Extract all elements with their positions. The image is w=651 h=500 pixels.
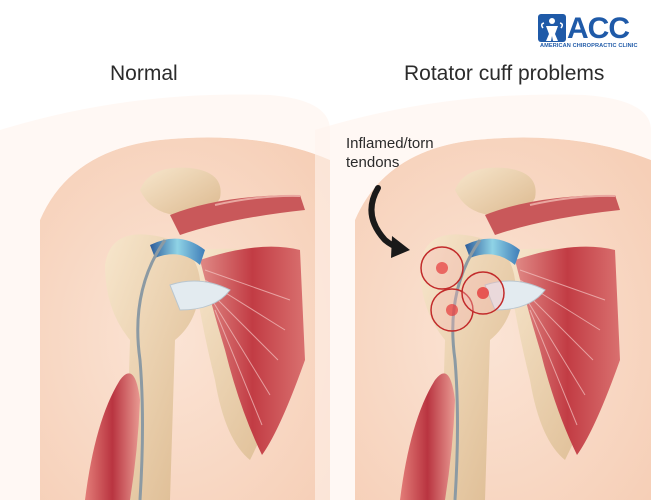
- problem-cuff-muscle: [515, 246, 620, 455]
- logo-wordmark: ACC: [567, 12, 630, 45]
- callout-line-1: Inflamed/torn: [346, 135, 434, 152]
- logo-subtitle: AMERICAN CHIROPRACTIC CLINIC: [540, 43, 638, 49]
- inflamed-tendons-callout: Inflamed/torn tendons: [346, 134, 466, 172]
- problem-acromion: [455, 167, 536, 216]
- acc-logo-mark-icon: [538, 14, 566, 42]
- problem-tendon: [484, 280, 546, 311]
- normal-biceps-tendon: [136, 239, 167, 500]
- normal-clavicle: [170, 195, 305, 235]
- normal-shoulder: [0, 94, 330, 500]
- problem-shoulder: [315, 94, 651, 500]
- acc-logo: ACC AMERICAN CHIROPRACTIC CLINIC: [538, 12, 638, 56]
- normal-biceps: [85, 373, 140, 500]
- title-normal: Normal: [110, 62, 178, 85]
- normal-cuff-muscle: [200, 246, 305, 455]
- problem-biceps: [400, 373, 455, 500]
- normal-joint-capsule: [150, 238, 205, 265]
- title-rotator-cuff-problems: Rotator cuff problems: [404, 62, 605, 85]
- problem-clavicle: [485, 195, 620, 235]
- inflammation-markers: [420, 246, 505, 332]
- normal-acromion: [140, 167, 221, 216]
- callout-line-2: tendons: [346, 154, 400, 171]
- curved-arrow-icon: [368, 185, 410, 258]
- problem-joint-capsule: [465, 238, 520, 265]
- normal-tendon: [169, 280, 231, 311]
